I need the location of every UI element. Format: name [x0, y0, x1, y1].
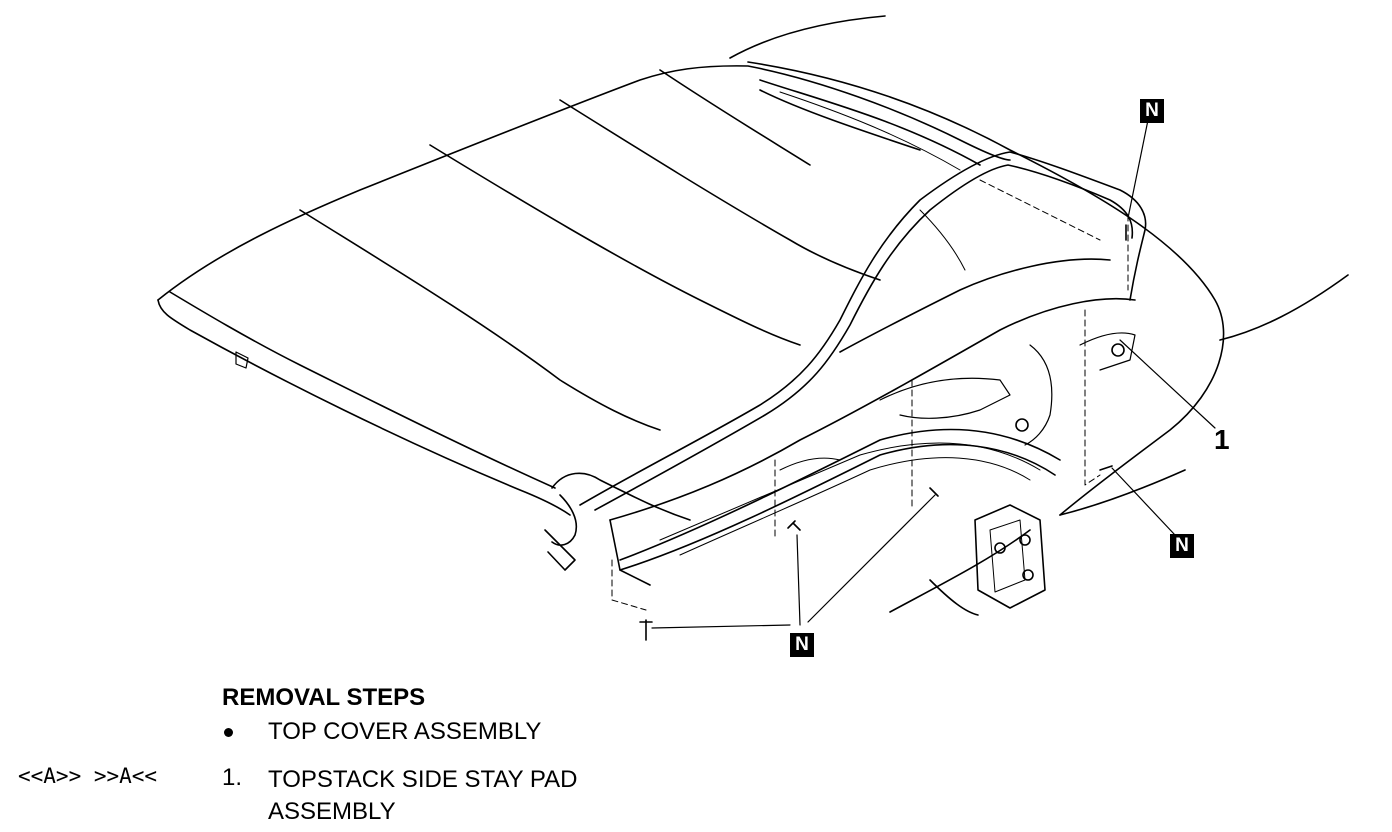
linkage-arc: [659, 442, 1041, 541]
step-top-cover: TOP COVER ASSEMBLY: [268, 718, 542, 745]
front-bow: [551, 472, 691, 521]
roof-panel: [759, 89, 921, 151]
stay-pad: [919, 209, 966, 271]
leader-line: [1127, 119, 1149, 219]
body-outline: [1059, 469, 1186, 516]
mechanism-pivot: [1111, 343, 1125, 357]
rivet: [639, 619, 653, 641]
body-outline: [747, 61, 1225, 516]
rivet: [787, 520, 801, 531]
mechanism: [779, 457, 841, 471]
roof-panel: [299, 209, 661, 431]
leader-line: [1119, 339, 1216, 429]
linkage-arc: [619, 428, 1061, 561]
stay-pad: [839, 258, 1111, 353]
dash-leader: [1084, 309, 1101, 486]
step-stay-pad-line2: ASSEMBLY: [268, 798, 396, 825]
body-outline: [1219, 274, 1349, 341]
front-bow: [544, 529, 576, 571]
hinge-bolt: [994, 542, 1006, 554]
dash-leader: [611, 559, 647, 611]
stay-pad: [579, 151, 1147, 506]
roof-panel: [157, 299, 571, 516]
step-bullet: [224, 728, 233, 737]
front-bow: [551, 494, 578, 546]
hinge-bracket: [974, 504, 1046, 609]
body-outline: [889, 529, 1031, 613]
step-number: 1.: [222, 764, 243, 791]
roof-panel: [157, 65, 1011, 301]
leader-line: [1111, 467, 1176, 536]
body-outline: [729, 15, 886, 59]
service-ref-marks: <<A>> >>A<<: [18, 764, 158, 788]
linkage-arc: [619, 443, 1056, 571]
callout-1: 1: [1214, 424, 1230, 455]
leader-line: [807, 494, 936, 623]
mechanism: [1024, 344, 1053, 446]
rear-window: [779, 91, 961, 171]
leader-line: [651, 624, 791, 629]
hinge-bracket: [989, 519, 1026, 593]
roof-panel: [429, 144, 801, 346]
rear-window: [759, 79, 981, 166]
stay-pad: [609, 297, 1136, 521]
step-stay-pad-line1: TOPSTACK SIDE STAY PAD: [268, 766, 578, 793]
mechanism: [879, 377, 1011, 419]
stay-pad: [979, 179, 1101, 241]
roof-panel: [559, 99, 881, 281]
nonreusable-marker-top: N: [1140, 99, 1164, 123]
roof-panel: [169, 291, 556, 489]
hinge-bolt: [1022, 569, 1034, 581]
body-outline: [929, 579, 979, 616]
nonreusable-marker-bottom: N: [790, 633, 814, 657]
mechanism: [1079, 332, 1136, 371]
roof-panel: [659, 69, 811, 166]
nonreusable-marker-right: N: [1170, 534, 1194, 558]
stay-pad: [594, 164, 1134, 511]
leader-line: [796, 534, 801, 626]
hinge-bolt: [1019, 534, 1031, 546]
removal-steps-heading: REMOVAL STEPS: [222, 684, 426, 711]
linkage-arc: [609, 519, 651, 586]
mechanism-pivot: [1015, 418, 1029, 432]
linkage-arc: [679, 457, 1031, 556]
rivet: [1099, 465, 1113, 471]
rivet: [929, 487, 939, 497]
tab: [235, 351, 249, 369]
